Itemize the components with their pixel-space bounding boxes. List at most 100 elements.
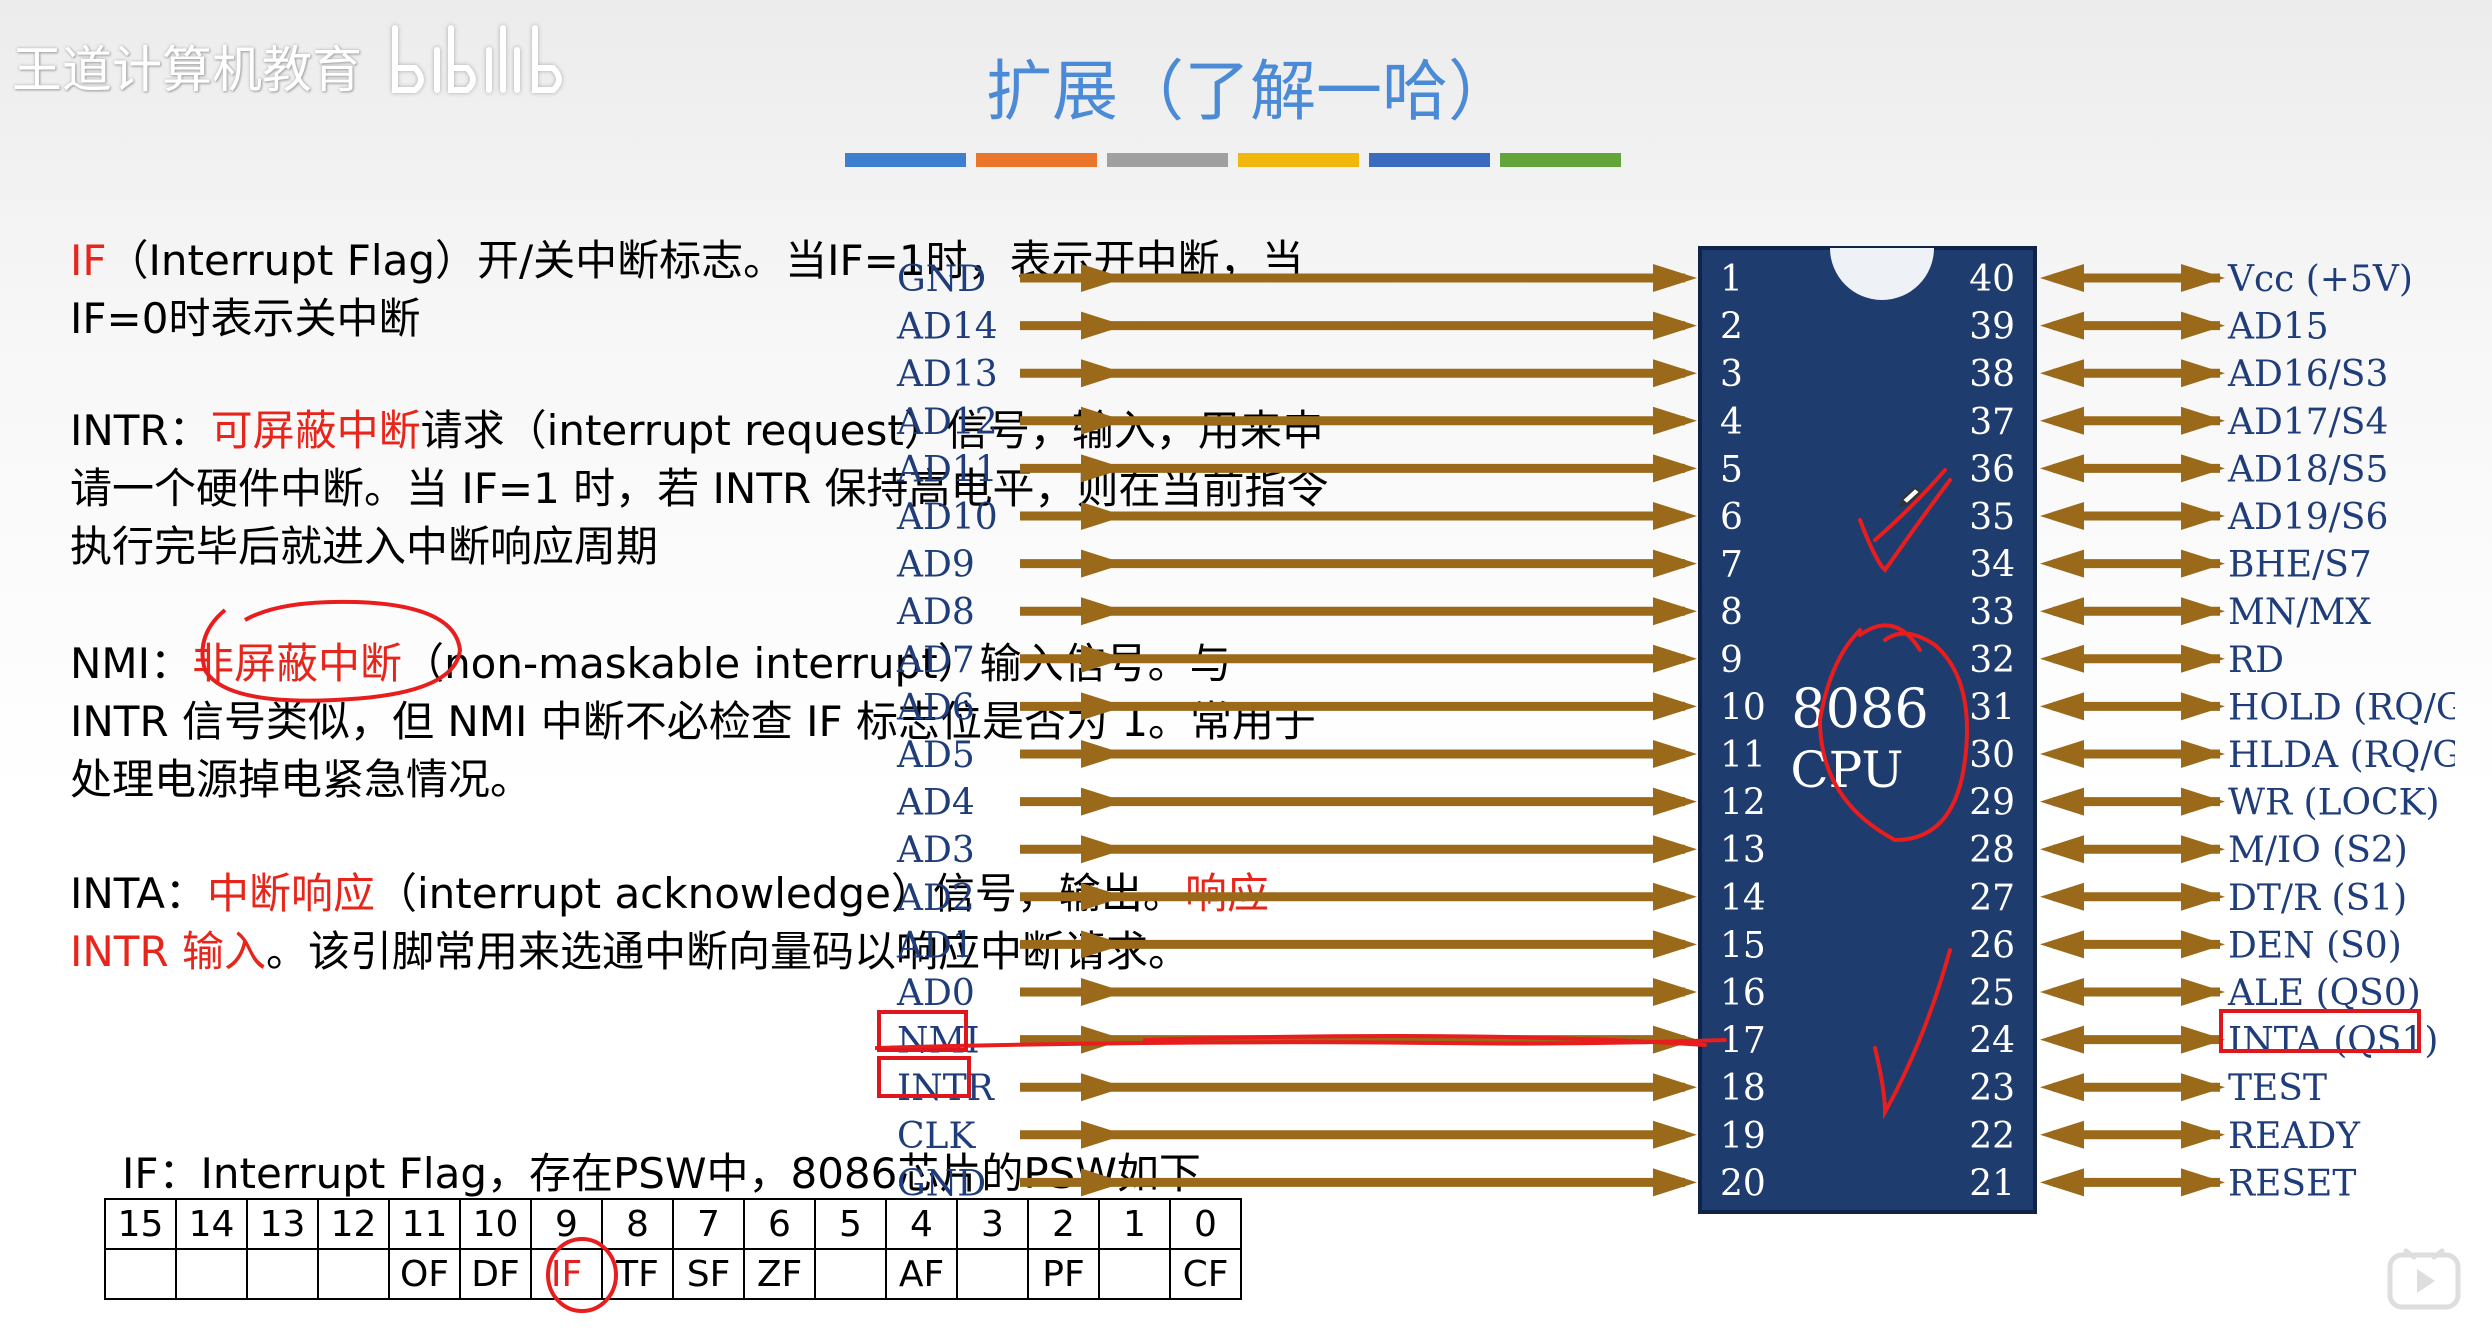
pin-number: 13	[1720, 830, 1766, 871]
pin-arrow-head	[2181, 311, 2225, 340]
pin-number: 25	[1969, 973, 2015, 1014]
pin-label: INTA (QS1)	[2228, 1021, 2438, 1062]
psw-flag-cell	[175, 1248, 248, 1300]
pin-label: Vcc (+5V)	[2227, 259, 2413, 300]
pin-arrow-head	[2181, 502, 2225, 530]
check-mark-pin36-stroke2	[1873, 468, 1947, 542]
pin-label: AD17/S4	[2227, 402, 2388, 443]
pin-label: AD3	[896, 830, 975, 871]
nmi-red-term: 非屏蔽中断	[192, 639, 403, 688]
pin-label: AD15	[2227, 307, 2329, 348]
pin-arrow-head	[2040, 1120, 2084, 1149]
pin-number: 7	[1720, 545, 1743, 586]
psw-bit-number: 8	[601, 1198, 674, 1250]
pin-number: 36	[1969, 449, 2015, 490]
pin-arrow-head	[1653, 1120, 1697, 1149]
pin-arrow-head	[2040, 787, 2084, 816]
psw-bit-number: 10	[459, 1198, 532, 1250]
pin-arrow-head	[1081, 1025, 1125, 1054]
chip-pin: ALE (QS0)25	[1969, 973, 2421, 1014]
pin-number: 28	[1969, 830, 2015, 871]
chip-pin: READY 22	[1969, 1116, 2361, 1157]
pin-label: AD13	[896, 354, 998, 395]
pin-label: READY	[2228, 1116, 2361, 1157]
pin-arrow-head	[1653, 406, 1697, 435]
pin-arrow-head	[2181, 740, 2225, 768]
pin-arrow-head	[2040, 1073, 2084, 1102]
pin-number: 21	[1969, 1163, 2015, 1204]
psw-bit-number: 11	[388, 1198, 461, 1250]
psw-flag-cell: DF	[459, 1248, 532, 1300]
pin-arrow-head	[1081, 311, 1125, 340]
pin-arrow-head	[2040, 502, 2084, 530]
chip-pin: M/IO (S2)28	[1969, 830, 2408, 871]
cpu-circle-annotation	[1817, 628, 1969, 843]
psw-flag-cell	[956, 1248, 1029, 1300]
chip-notch	[1830, 248, 1934, 300]
pin-label: WR (LOCK)	[2228, 783, 2440, 824]
chip-label-line2: CPU	[1790, 741, 1903, 799]
pin-arrow-head	[1081, 644, 1125, 673]
pin-number: 37	[1969, 402, 2015, 443]
pin-arrow-head	[2181, 1025, 2225, 1054]
pin-arrow-head	[2040, 692, 2084, 721]
pin-arrow-head	[1653, 644, 1697, 673]
pin-arrow-head	[2181, 1120, 2225, 1149]
pin-number: 31	[1969, 687, 2015, 728]
pin-number: 16	[1720, 973, 1766, 1014]
pin-arrow-head	[1081, 692, 1125, 721]
pin-arrow-head	[1653, 311, 1697, 340]
pin-arrow-head	[1081, 740, 1125, 768]
bilibili-play-badge[interactable]	[2384, 1245, 2464, 1315]
pin-number: 8	[1720, 592, 1743, 633]
if-flag-circle-annotation	[546, 1237, 618, 1313]
chip-pin: DEN (S0)26	[1969, 925, 2402, 966]
psw-flag-cell	[1098, 1248, 1171, 1300]
pin-label: AD7	[896, 640, 975, 681]
inta-lead: INTA：	[70, 869, 207, 918]
pin-number: 14	[1720, 878, 1766, 919]
pin-label: TEST	[2228, 1068, 2327, 1109]
pin-label: GND	[897, 259, 986, 300]
pin-label: HOLD (RQ/GT0)	[2228, 687, 2455, 728]
pin-arrow-head	[2181, 454, 2225, 483]
pin-arrow-head	[2040, 359, 2084, 388]
title-color-bar	[845, 153, 1621, 167]
pin-arrow-head	[1081, 454, 1125, 483]
chip-pin: INTA (QS1)24	[1969, 1021, 2438, 1062]
pin-arrow-head	[2181, 406, 2225, 435]
psw-bit-number: 2	[1027, 1198, 1100, 1250]
pin-arrow-head	[1653, 1073, 1697, 1102]
psw-bit-number: 15	[104, 1198, 177, 1250]
chip-pin: AD17/S4 37	[1969, 402, 2388, 443]
pin-number: 17	[1720, 1021, 1766, 1062]
pin-arrow-head	[2040, 311, 2084, 340]
chip-pin: AD3 13	[896, 830, 1766, 871]
pin-arrow-head	[1081, 1073, 1125, 1102]
intr-highlight-box	[877, 1056, 971, 1098]
inta-description: 。该引脚常用来选通中断向量码以响应中断请求。	[266, 927, 1191, 976]
pin-number: 18	[1720, 1068, 1766, 1109]
nmi-lead: NMI：	[70, 639, 193, 688]
nmi-highlight-box	[877, 1010, 968, 1052]
psw-bit-number: 0	[1169, 1198, 1242, 1250]
pin-number: 22	[1969, 1116, 2015, 1157]
pin-number: 11	[1720, 735, 1766, 776]
chip-pin: DT/R (S1)27	[1969, 878, 2407, 919]
pin-number: 1	[1720, 259, 1743, 300]
pin-number: 12	[1720, 783, 1766, 824]
psw-bit-number: 5	[814, 1198, 887, 1250]
pin-arrow-head	[1081, 1168, 1125, 1197]
pin-label: DEN (S0)	[2228, 925, 2402, 966]
